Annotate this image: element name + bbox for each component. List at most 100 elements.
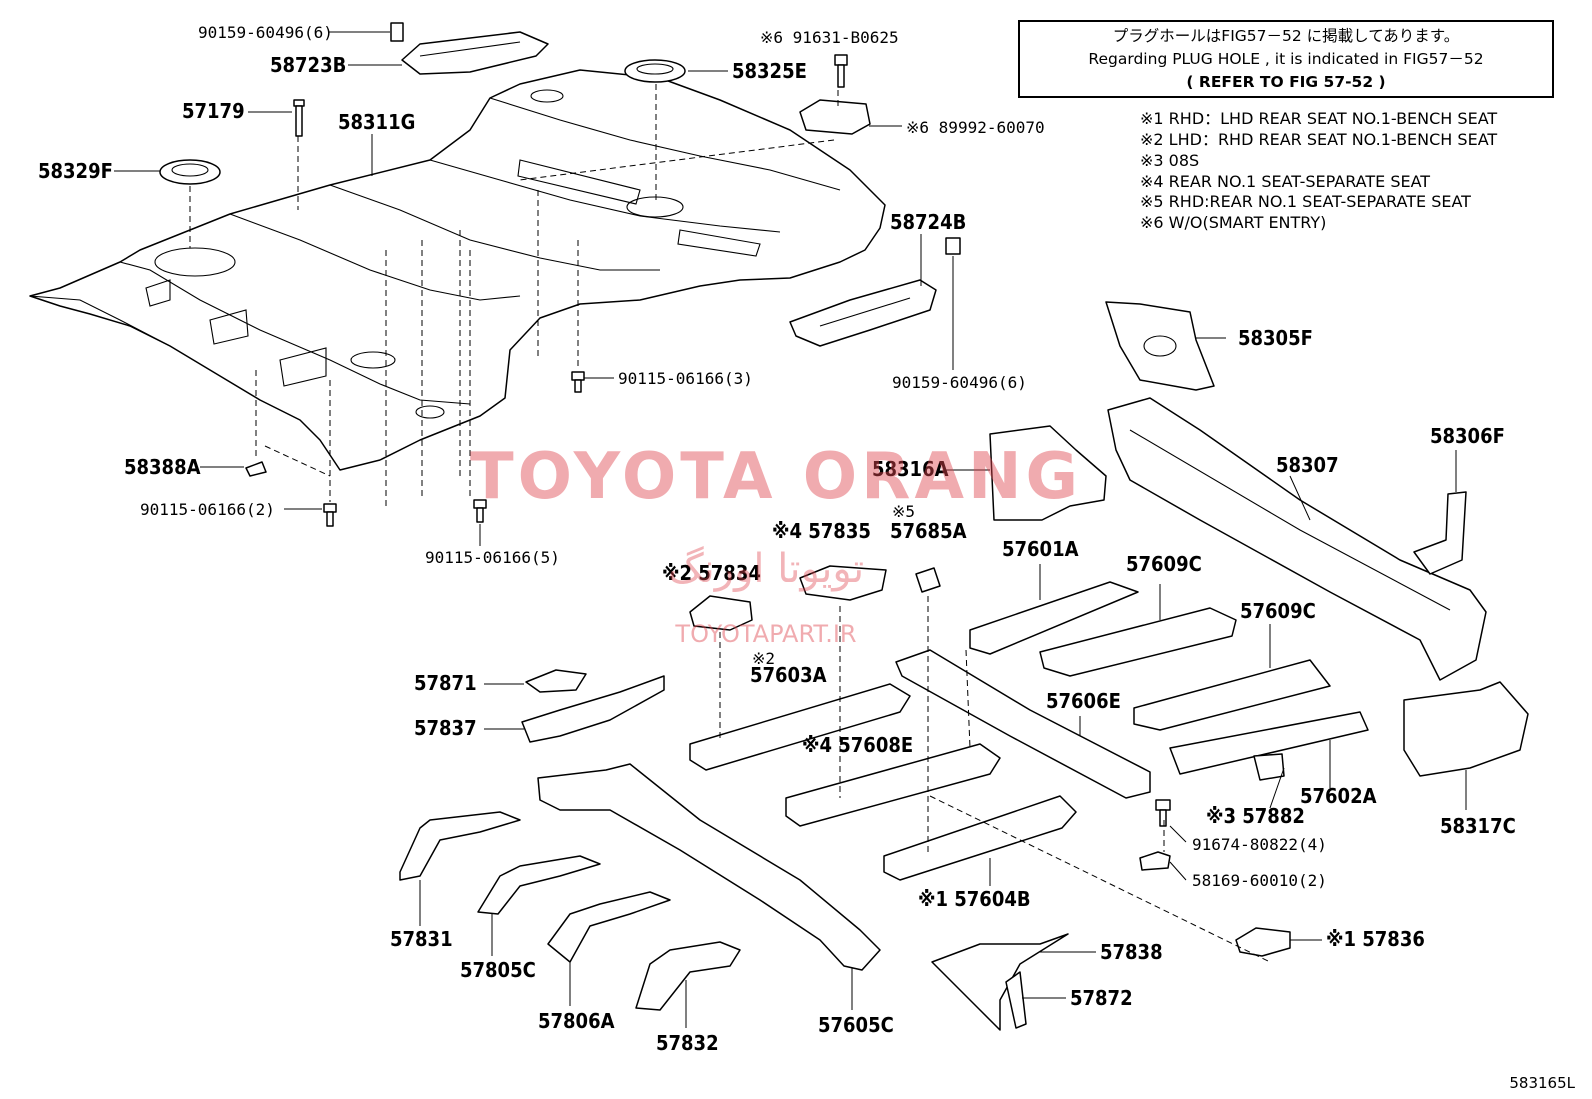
legend-item-1: ※1 RHD：LHD REAR SEAT NO.1-BENCH SEAT: [1140, 109, 1497, 128]
legend: ※1 RHD：LHD REAR SEAT NO.1-BENCH SEAT ※2 …: [1140, 109, 1497, 232]
label-58305f: 58305F: [1238, 326, 1313, 350]
floor-pan-58311g: [29, 69, 886, 471]
member-57601a: [969, 581, 1139, 655]
label-90115-2: 90115-06166(2): [140, 500, 275, 519]
label-57834: ※2 57834: [662, 561, 761, 585]
label-57871: 57871: [414, 671, 477, 695]
legend-item-5: ※5 RHD:REAR NO.1 SEAT-SEPARATE SEAT: [1140, 192, 1471, 211]
label-57606e: 57606E: [1046, 689, 1121, 713]
leader-lines: [114, 31, 1467, 1028]
clip-58388a: [245, 461, 267, 477]
label-57882: ※3 57882: [1206, 804, 1305, 828]
bolt-90115-2: [323, 503, 337, 527]
clip-90159-top: [390, 22, 404, 42]
legend-item-2: ※2 LHD：RHD REAR SEAT NO.1-BENCH SEAT: [1140, 130, 1497, 149]
label-58325e: 58325E: [732, 59, 807, 83]
hole-plug-58325e: [624, 59, 686, 83]
label-58316a: 58316A: [872, 457, 949, 481]
label-57608e: ※4 57608E: [802, 733, 913, 757]
label-57835: ※4 57835: [772, 519, 871, 543]
label-57805c: 57805C: [460, 958, 536, 982]
label-91631: ※6 91631-B0625: [760, 28, 899, 47]
member-57602a: [1169, 711, 1369, 775]
label-57609c-1: 57609C: [1126, 552, 1202, 576]
note-line-3: ( REFER TO FIG 57-52 ): [1186, 73, 1385, 91]
label-57838: 57838: [1100, 940, 1163, 964]
label-57836: ※1 57836: [1326, 927, 1425, 951]
member-58307: [1107, 397, 1487, 681]
label-58724b: 58724B: [890, 210, 966, 234]
bolt-90115-5: [473, 499, 487, 523]
label-91674: 91674-80822(4): [1192, 835, 1327, 854]
member-57609c-2: [1133, 659, 1331, 731]
panel-58317c: [1403, 681, 1529, 777]
label-57605c: 57605C: [818, 1013, 894, 1037]
watermark: TOYOTA ORANG تویوتا اورنگ TOYOTAPART.IR: [470, 440, 1082, 648]
bracket-58723b: [401, 31, 549, 75]
bracket-57871: [525, 669, 587, 693]
bolt-91674: [1155, 799, 1171, 827]
bolt-57179: [293, 99, 305, 137]
label-58311g: 58311G: [338, 110, 415, 134]
bracket-57831: [399, 811, 521, 881]
dashed-guide-lines: [189, 84, 1271, 963]
member-57608e: [785, 743, 1001, 827]
bracket-57872: [1005, 971, 1027, 1029]
bracket-58305f: [1105, 301, 1215, 391]
bracket-89992: [799, 99, 871, 135]
part-labels: 90159-60496(6) 58723B 57179 58311G 58329…: [38, 23, 1516, 1055]
label-58388a: 58388A: [124, 455, 201, 479]
label-58169: 58169-60010(2): [1192, 871, 1327, 890]
label-57685a: 57685A: [890, 519, 967, 543]
label-58306f: 58306F: [1430, 424, 1505, 448]
bracket-57838: [931, 933, 1069, 1031]
bolt-91631: [834, 54, 848, 88]
bracket-57835: [799, 565, 887, 601]
label-57831: 57831: [390, 927, 453, 951]
watermark-brand-fa: تویوتا اورنگ: [668, 546, 864, 592]
member-57605c: [537, 763, 881, 971]
label-58329f: 58329F: [38, 159, 113, 183]
note-box: プラグホールはFIG57－52 に掲載してあります。 Regarding PLU…: [1018, 20, 1554, 98]
legend-item-6: ※6 W/O(SMART ENTRY): [1140, 213, 1326, 232]
label-57602a: 57602A: [1300, 784, 1377, 808]
label-57872: 57872: [1070, 986, 1133, 1010]
note-line-1: プラグホールはFIG57－52 に掲載してあります。: [1113, 27, 1459, 45]
label-58307: 58307: [1276, 453, 1339, 477]
member-57603a: [689, 683, 911, 771]
bracket-58316a: [989, 425, 1107, 521]
label-90159-right: 90159-60496(6): [892, 373, 1027, 392]
label-57603a-mark: ※2: [752, 649, 775, 668]
label-57609c-2: 57609C: [1240, 599, 1316, 623]
label-58723b: 58723B: [270, 53, 346, 77]
label-90159-top: 90159-60496(6): [198, 23, 333, 42]
member-57604b: [883, 795, 1077, 881]
bracket-57805c: [477, 855, 601, 915]
label-57685a-mark: ※5: [892, 502, 915, 521]
bracket-57685a: [915, 567, 941, 593]
label-89992: ※6 89992-60070: [906, 118, 1045, 137]
clip-90159-right: [945, 237, 961, 255]
legend-item-3: ※3 08S: [1140, 151, 1199, 170]
bracket-58306f: [1413, 491, 1467, 575]
label-90115-5: 90115-06166(5): [425, 548, 560, 567]
plug-57836: [1235, 927, 1291, 957]
bracket-57882: [1253, 753, 1285, 781]
bracket-57832: [635, 941, 741, 1011]
note-line-2: Regarding PLUG HOLE , it is indicated in…: [1088, 50, 1483, 68]
member-57606e: [895, 649, 1151, 799]
bracket-57837: [521, 675, 665, 743]
label-57837: 57837: [414, 716, 477, 740]
label-57179: 57179: [182, 99, 245, 123]
bracket-58724b: [789, 279, 937, 347]
label-57806a: 57806A: [538, 1009, 615, 1033]
label-90115-3: 90115-06166(3): [618, 369, 753, 388]
figure-code: 583165L: [1509, 1074, 1575, 1092]
bolt-90115-3: [571, 371, 585, 393]
label-57604b: ※1 57604B: [918, 887, 1031, 911]
label-57603a: 57603A: [750, 663, 827, 687]
legend-item-4: ※4 REAR NO.1 SEAT-SEPARATE SEAT: [1140, 172, 1430, 191]
watermark-brand: TOYOTA ORANG: [470, 440, 1082, 514]
clip-58169: [1139, 851, 1171, 871]
